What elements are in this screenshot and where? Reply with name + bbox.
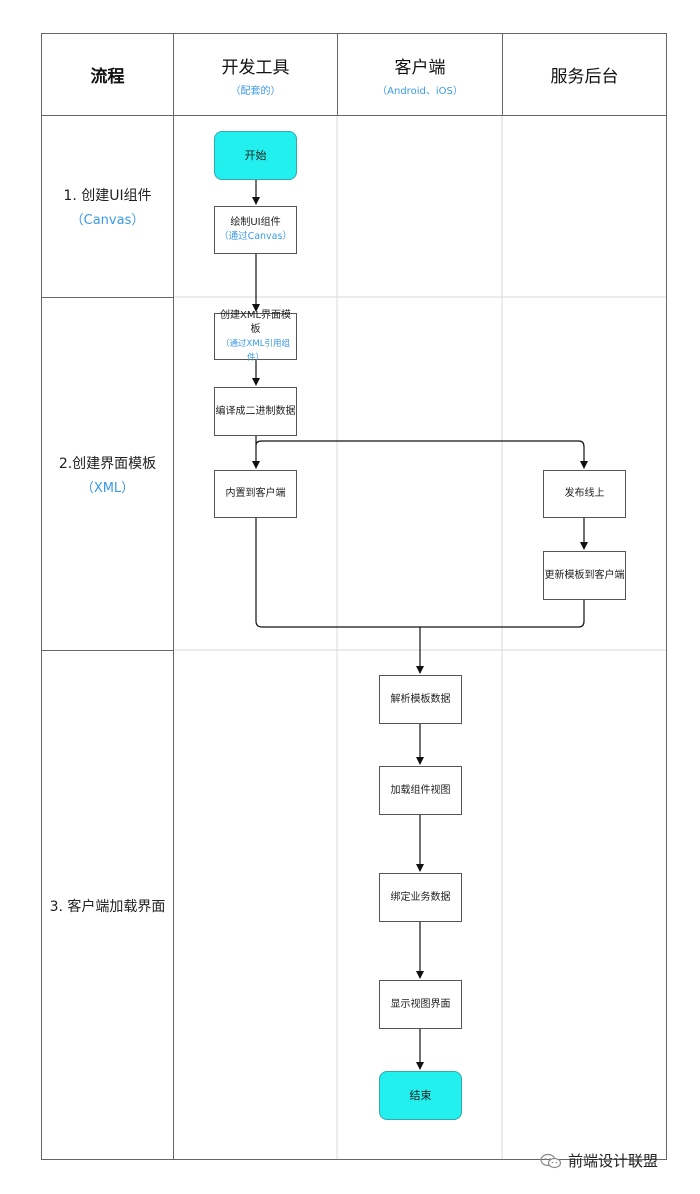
connectors: [252, 180, 588, 1070]
phase-2-sub: （XML）: [80, 480, 135, 496]
node-embed-label: 内置到客户端: [225, 488, 286, 499]
node-start-label: 开始: [244, 148, 267, 162]
node-publish-label: 发布线上: [564, 488, 605, 499]
header-devtools: 开发工具 （配套的）: [174, 34, 337, 115]
node-create-xml-label: 创建XML界面模板: [219, 309, 292, 335]
node-compile-label: 编译成二进制数据: [215, 405, 296, 417]
merge-line: [255, 518, 585, 628]
header-client-label: 客户端: [394, 57, 446, 78]
swimlane-grid: [173, 115, 667, 1160]
table-frame: [41, 33, 667, 1160]
node-load: 加载组件视图: [379, 766, 462, 815]
node-draw-ui-sub: （通过Canvas）: [219, 231, 292, 242]
node-parse-label: 解析模板数据: [390, 693, 451, 705]
phase-3: 3. 客户端加载界面: [42, 651, 173, 1160]
header-process: 流程: [42, 34, 173, 115]
node-create-xml: 创建XML界面模板 （通过XML引用组件）: [214, 310, 297, 363]
phase-3-title: 3. 客户端加载界面: [49, 898, 166, 915]
header-devtools-sub: （配套的）: [230, 85, 281, 97]
phase-2: 2.创建界面模板 （XML）: [42, 298, 173, 650]
node-end: 结束: [379, 1071, 462, 1120]
node-end-label: 结束: [409, 1088, 432, 1102]
node-parse: 解析模板数据: [379, 675, 462, 724]
node-load-label: 加载组件视图: [390, 784, 451, 796]
header-backend-label: 服务后台: [550, 67, 619, 87]
node-create-xml-sub: （通过XML引用组件）: [221, 338, 290, 363]
watermark: 前端设计联盟: [540, 1150, 658, 1171]
header-process-label: 流程: [90, 67, 125, 87]
phase-1-sub: （Canvas）: [70, 213, 145, 228]
node-bind-label: 绑定业务数据: [390, 891, 451, 903]
node-display-label: 显示视图界面: [390, 998, 451, 1010]
node-update: 更新模板到客户端: [543, 551, 626, 600]
wechat-icon: [540, 1153, 562, 1168]
header-devtools-label: 开发工具: [221, 57, 290, 78]
node-start: 开始: [214, 131, 297, 180]
node-bind: 绑定业务数据: [379, 873, 462, 922]
header-client: 客户端 （Android、iOS）: [338, 34, 502, 115]
arrow-compile-to-publish: [255, 440, 588, 469]
header-client-sub: （Android、iOS）: [377, 85, 463, 97]
node-compile: 编译成二进制数据: [214, 387, 297, 436]
node-display: 显示视图界面: [379, 980, 462, 1029]
node-publish: 发布线上: [543, 470, 626, 518]
node-embed: 内置到客户端: [214, 470, 297, 518]
header-backend: 服务后台: [503, 34, 666, 115]
phase-1: 1. 创建UI组件 （Canvas）: [42, 116, 173, 297]
node-draw-ui-label: 绘制UI组件: [230, 217, 281, 228]
phase-2-title: 2.创建界面模板: [58, 455, 157, 472]
watermark-text: 前端设计联盟: [568, 1152, 659, 1170]
node-update-label: 更新模板到客户端: [544, 569, 625, 581]
node-draw-ui: 绘制UI组件 （通过Canvas）: [214, 206, 297, 254]
phase-1-title: 1. 创建UI组件: [63, 188, 152, 204]
